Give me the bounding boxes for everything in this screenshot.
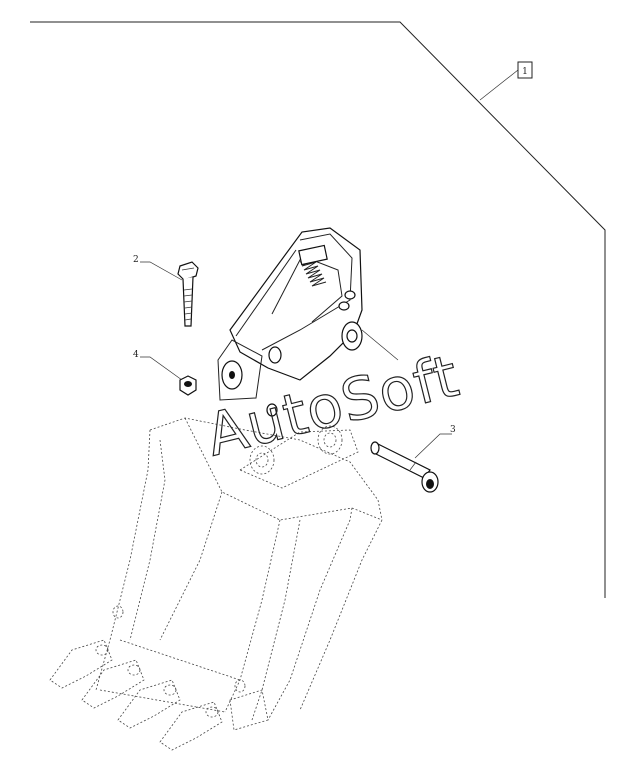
tooth-1 [49,639,113,689]
callout-nut-label: 4 [133,350,139,360]
callout-pin-label: 3 [450,425,456,435]
assembly-bracket-line [30,21,606,598]
bucket [95,417,383,731]
callout-nut: 4 [133,350,183,381]
callout-bolt-label: 2 [133,255,139,265]
tooth-4 [159,701,223,751]
bolt-part [177,261,199,327]
bucket-teeth [49,605,246,751]
callout-assembly: 1 [479,61,533,101]
quick-coupler [217,227,399,417]
watermark-text: AutoSoft [200,341,466,469]
nut-part [179,375,197,396]
tooth-2 [81,659,145,709]
tooth-3 [117,679,181,729]
pin-part [370,441,439,493]
callout-pin: 3 [414,425,456,459]
callout-bolt: 2 [133,255,183,281]
callout-assembly-label: 1 [522,67,528,77]
